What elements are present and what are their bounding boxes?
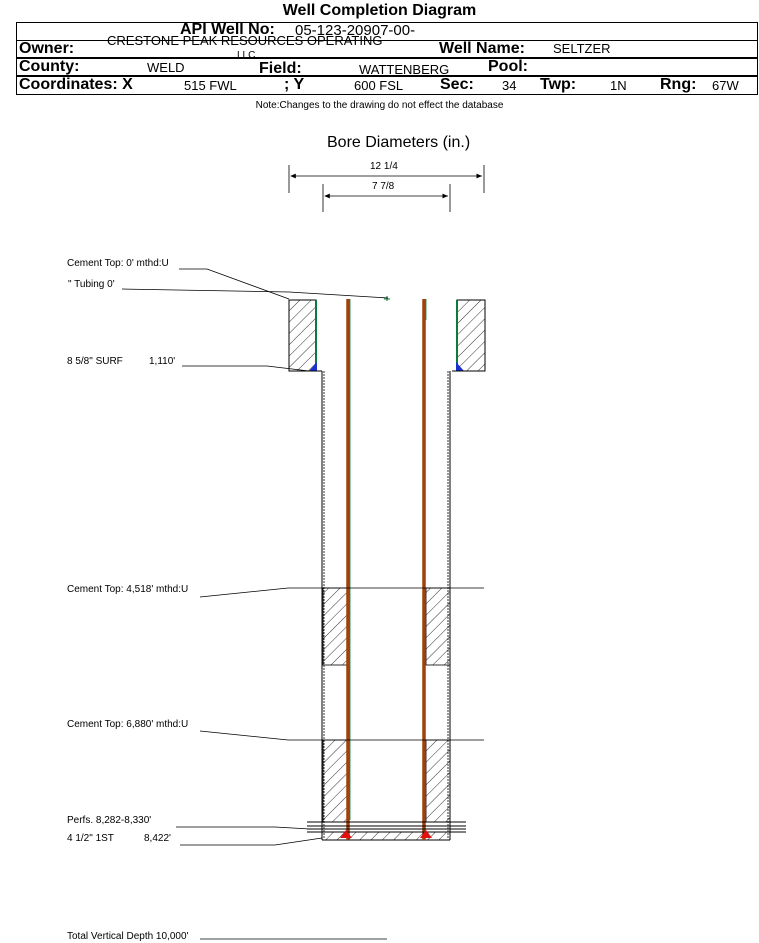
prod-casing-label: 4 1/2" 1ST [67, 833, 114, 844]
bore-title: Bore Diameters (in.) [327, 134, 471, 151]
cement-interval-3 [322, 739, 451, 823]
surface-shoe-left [309, 362, 317, 371]
surf-depth-label: 1,110' [149, 356, 176, 367]
bore-inner-label: 7 7/8 [372, 181, 395, 192]
rng-value: 67W [712, 78, 739, 93]
perforations [307, 821, 466, 833]
field-value: WATTENBERG [359, 62, 450, 77]
api-label: API Well No: [180, 21, 275, 38]
prod-depth-label: 8,422' [144, 833, 171, 844]
rng-label: Rng: [660, 76, 697, 93]
surface-cement-right [456, 299, 486, 372]
production-shoe-right [420, 830, 432, 838]
coords-label: Coordinates: X [19, 76, 133, 93]
bore-outer-label: 12 1/4 [370, 161, 398, 172]
twp-value: 1N [610, 78, 627, 93]
cement-top-1-label: Cement Top: 0' mthd:U [67, 258, 169, 269]
surface-shoe-right [456, 362, 464, 371]
y-label: ; Y [284, 76, 305, 93]
cement-top-2-label: Cement Top: 4,518' mthd:U [67, 584, 189, 595]
header-row-coords [16, 76, 758, 95]
county-value: WELD [147, 60, 185, 75]
x-value: 515 FWL [184, 78, 237, 93]
cement-top-3-label: Cement Top: 6,880' mthd:U [67, 719, 189, 730]
well-name-label: Well Name: [439, 40, 525, 57]
api-value: 05-123-20907-00- [295, 22, 416, 39]
cement-interval-2 [322, 587, 451, 666]
production-shoe-left [340, 830, 352, 838]
borehole-outline [289, 370, 485, 841]
header-divider-1 [16, 40, 758, 41]
pool-label: Pool: [488, 58, 528, 75]
bore-dimension-outer [288, 165, 485, 193]
y-value: 600 FSL [354, 78, 404, 93]
surface-cement-left [288, 299, 317, 372]
bore-dimension-inner [322, 184, 451, 212]
owner-value-line2: LLC [237, 50, 256, 61]
county-label: County: [19, 58, 80, 75]
sec-label: Sec: [440, 76, 474, 93]
field-label: Field: [259, 60, 302, 77]
well-name-value: SELTZER [553, 41, 611, 56]
sec-value: 34 [502, 78, 517, 93]
tubing-label: " Tubing 0' [68, 279, 115, 290]
leader-lines [121, 268, 484, 940]
twp-label: Twp: [540, 76, 577, 93]
surf-casing-label: 8 5/8" SURF [67, 356, 123, 367]
owner-value-line1: CRESTONE PEAK RESOURCES OPERATING [107, 33, 383, 48]
perfs-label: Perfs. 8,282-8,330' [67, 815, 152, 826]
bottom-cement [323, 832, 450, 840]
diagram-title: Well Completion Diagram [282, 2, 477, 19]
tvd-label: Total Vertical Depth 10,000' [67, 931, 189, 942]
header-row-county [16, 58, 758, 76]
database-note: Note:Changes to the drawing do not effec… [255, 100, 504, 111]
tubing-top-marker [384, 296, 390, 301]
owner-label: Owner: [19, 40, 75, 57]
